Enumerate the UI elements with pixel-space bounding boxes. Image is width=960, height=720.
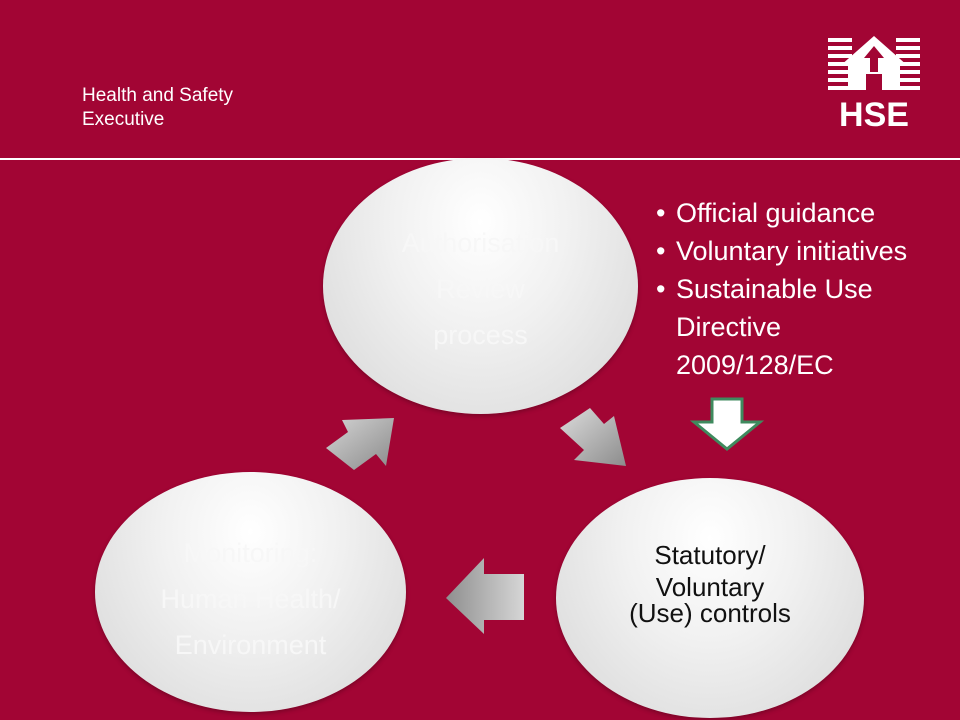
cycle-arrow-icon	[446, 558, 524, 634]
list-item: Official guidance	[656, 194, 907, 232]
list-item-text: Sustainable Use	[676, 274, 873, 304]
node-text: Monitoring:	[183, 538, 318, 568]
list-item-text: Official guidance	[676, 198, 876, 228]
node-text: Human Health/	[160, 584, 341, 614]
org-name-line1: Health and Safety	[82, 85, 234, 106]
node-text: Voluntary	[655, 572, 765, 602]
down-arrow-icon	[690, 397, 764, 451]
cycle-arrow-icon	[326, 418, 394, 470]
node-use-controls: Statutory/ Voluntary (Use) controls	[556, 478, 864, 718]
hse-logo-text: HSE	[839, 96, 909, 130]
list-item: Voluntary initiatives	[656, 232, 907, 270]
list-item: Sustainable Use Directive 2009/128/EC	[656, 270, 907, 384]
node-text: process	[433, 320, 528, 350]
org-name-line2: Executive	[82, 109, 165, 130]
guidance-list: Official guidance Voluntary initiatives …	[656, 194, 907, 384]
org-name: Health and Safety Executive	[82, 84, 233, 132]
list-item-text: Directive	[676, 312, 782, 342]
cycle-arrow-icon	[560, 408, 626, 466]
list-item-text: Voluntary initiatives	[676, 236, 908, 266]
node-authorisation-review: Authorisation Review process	[323, 158, 638, 414]
node-text: Authorisation	[401, 228, 560, 258]
node-text: Statutory/	[654, 540, 766, 570]
node-monitoring: Monitoring: Human Health/ Environment	[95, 472, 406, 712]
node-text: (Use) controls	[629, 598, 791, 628]
node-text: Environment	[174, 630, 327, 660]
list-item-text: 2009/128/EC	[676, 350, 834, 380]
hse-house-emblem-icon	[828, 36, 920, 90]
hse-logo: HSE	[828, 36, 920, 130]
node-text: Review	[436, 274, 525, 304]
